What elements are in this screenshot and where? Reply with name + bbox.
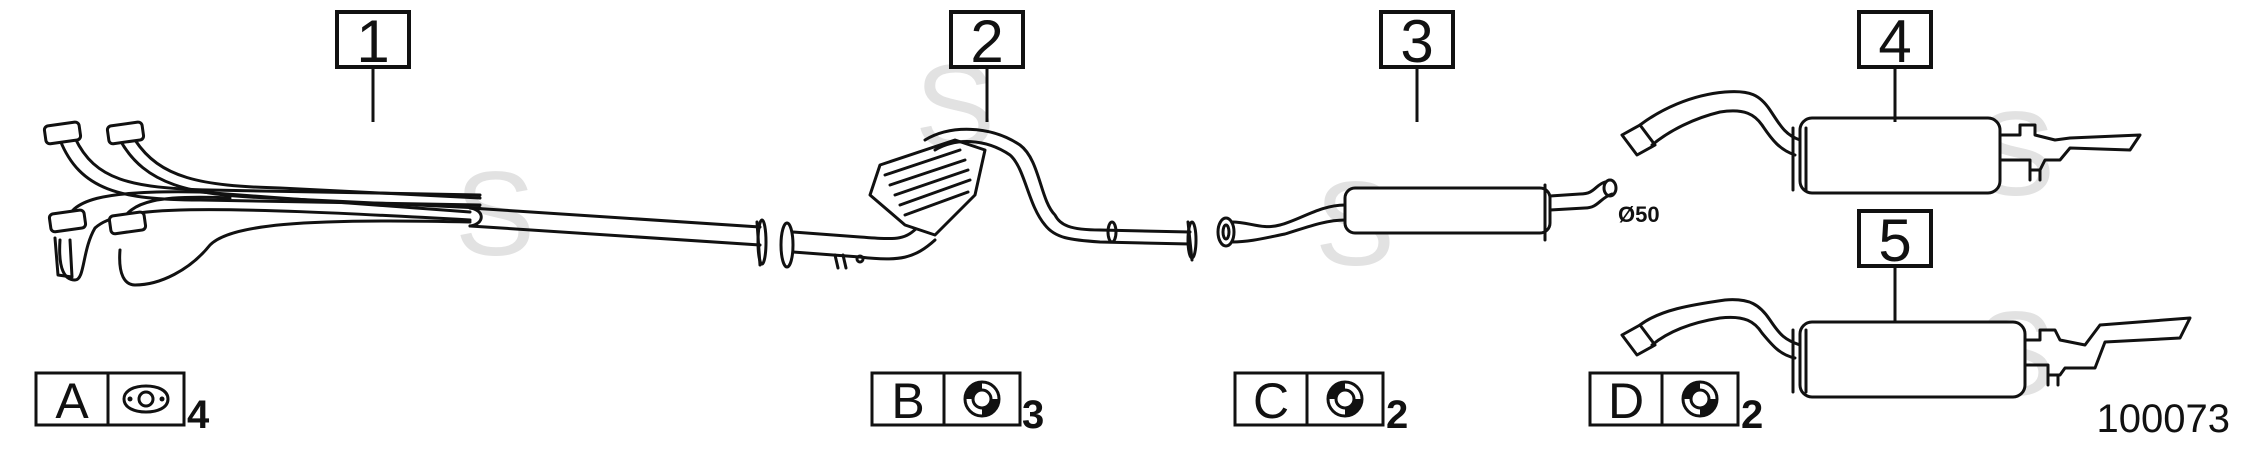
callout-2-number: 2 — [970, 8, 1003, 75]
callout-4[interactable]: 4 — [1857, 8, 1933, 75]
legend-b-letter: B — [891, 373, 924, 429]
callout-1[interactable]: 1 — [335, 8, 411, 75]
part-1-front-pipe[interactable] — [42, 120, 768, 287]
callout-1-number: 1 — [356, 8, 389, 75]
legend-item-a[interactable]: A 4 — [34, 371, 210, 437]
diameter-label: Ø50 — [1618, 202, 1660, 227]
callout-3[interactable]: 3 — [1379, 8, 1455, 75]
legend-a-quantity: 4 — [187, 393, 210, 437]
legend-a-letter: A — [55, 373, 89, 429]
callout-5[interactable]: 5 — [1857, 207, 1933, 274]
clamp-ring-icon — [963, 380, 1001, 418]
clamp-ring-icon — [1681, 380, 1719, 418]
legend-c-quantity: 2 — [1386, 393, 1408, 437]
diagram-id: 100073 — [2097, 397, 2230, 441]
callout-2[interactable]: 2 — [949, 8, 1025, 75]
part-2-catalytic-converter[interactable] — [779, 127, 1198, 270]
legend-d-letter: D — [1608, 373, 1644, 429]
legend-c-letter: C — [1253, 373, 1289, 429]
legend-b-quantity: 3 — [1022, 393, 1044, 437]
callout-3-number: 3 — [1400, 8, 1433, 75]
legend-item-c[interactable]: C 2 — [1233, 371, 1408, 437]
callout-4-number: 4 — [1878, 8, 1911, 75]
legend-item-d[interactable]: D 2 — [1588, 371, 1763, 437]
svg-text:S: S — [455, 147, 535, 281]
leader-lines — [371, 67, 1897, 322]
callout-5-number: 5 — [1878, 207, 1911, 274]
legend-item-b[interactable]: B 3 — [870, 371, 1044, 437]
legend-d-quantity: 2 — [1741, 393, 1763, 437]
flange-gasket-icon — [122, 384, 170, 414]
part-4-rear-silencer[interactable] — [1620, 90, 2142, 195]
part-3-middle-silencer[interactable] — [1216, 178, 1618, 248]
clamp-ring-icon — [1326, 380, 1364, 418]
part-5-rear-silencer-variant[interactable] — [1620, 298, 2192, 399]
